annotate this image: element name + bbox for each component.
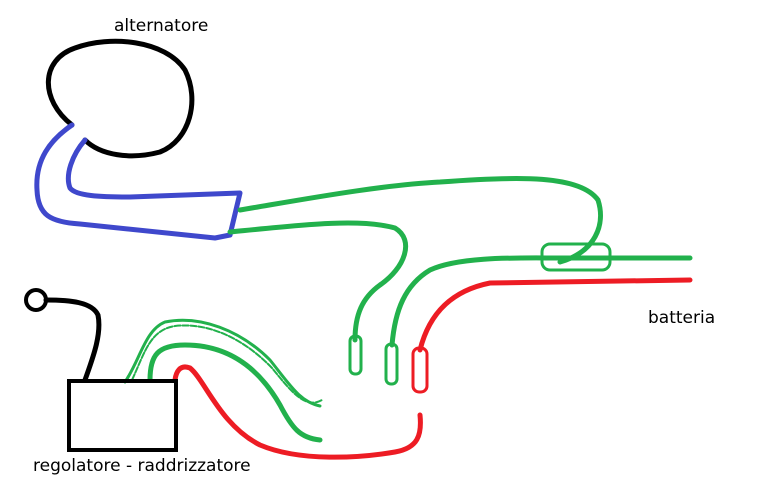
green-wire-3	[389, 255, 693, 348]
black-ground-wire	[43, 297, 102, 383]
green-wire-1	[237, 175, 603, 265]
green-wire-regulator-2	[123, 318, 322, 408]
red-wire-regulator	[172, 364, 423, 460]
alternator-label: alternatore	[114, 16, 209, 36]
green-splice-connector	[540, 242, 612, 272]
ground-ring-terminal	[24, 288, 48, 312]
green-connector-2	[384, 342, 399, 386]
blue-sheath-outer	[34, 122, 233, 241]
green-connector-1	[348, 334, 363, 376]
green-wire-2	[227, 220, 409, 343]
blue-sheath-inner	[65, 137, 243, 238]
regulator-box	[67, 379, 178, 452]
green-wire-regulator-3	[131, 324, 323, 404]
red-connector	[411, 346, 429, 394]
red-wire-battery	[417, 277, 693, 353]
green-wire-regulator-1	[147, 342, 323, 443]
battery-label: batteria	[648, 308, 716, 328]
regulator-label: regolatore - raddrizzatore	[33, 456, 251, 476]
alternator-shape	[45, 38, 195, 159]
